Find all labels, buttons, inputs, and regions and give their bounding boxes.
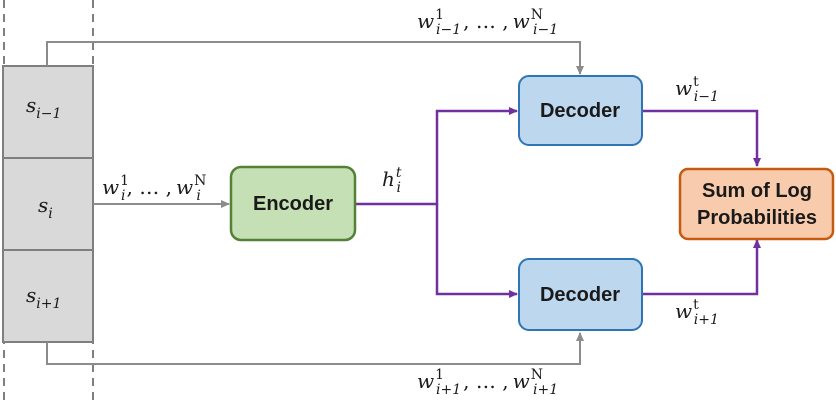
output-label-line1: Sum of Log bbox=[702, 180, 812, 202]
encoder-label: Encoder bbox=[253, 193, 333, 215]
decoder-bottom-node: Decoder bbox=[518, 258, 643, 331]
prev-words-arrow bbox=[46, 41, 584, 75]
encoder-node: Encoder bbox=[229, 165, 357, 242]
output-label-line2: Probabilities bbox=[697, 207, 817, 229]
decoder-bottom-to-output-arrow bbox=[643, 239, 761, 296]
sentence-next-label: si+1 bbox=[26, 283, 61, 312]
output-node: Sum of Log Probabilities bbox=[678, 167, 835, 241]
next-words-arrow bbox=[46, 332, 584, 365]
decoder-top-node: Decoder bbox=[518, 75, 643, 146]
sentence-current-box bbox=[2, 157, 94, 251]
decoder-top-label: Decoder bbox=[540, 100, 620, 122]
decoder-top-to-output-arrow bbox=[643, 109, 761, 167]
sentence-prev-label: si−1 bbox=[26, 93, 61, 122]
sentence-current-label: si bbox=[38, 193, 53, 222]
hidden-to-decoder-bottom-arrow bbox=[435, 204, 518, 298]
hidden-to-decoder-top-arrow bbox=[356, 107, 518, 206]
decoder-bottom-label: Decoder bbox=[540, 284, 620, 306]
sentence-next-box bbox=[2, 249, 94, 343]
sentence-stack: si−1 si si+1 bbox=[2, 65, 94, 343]
